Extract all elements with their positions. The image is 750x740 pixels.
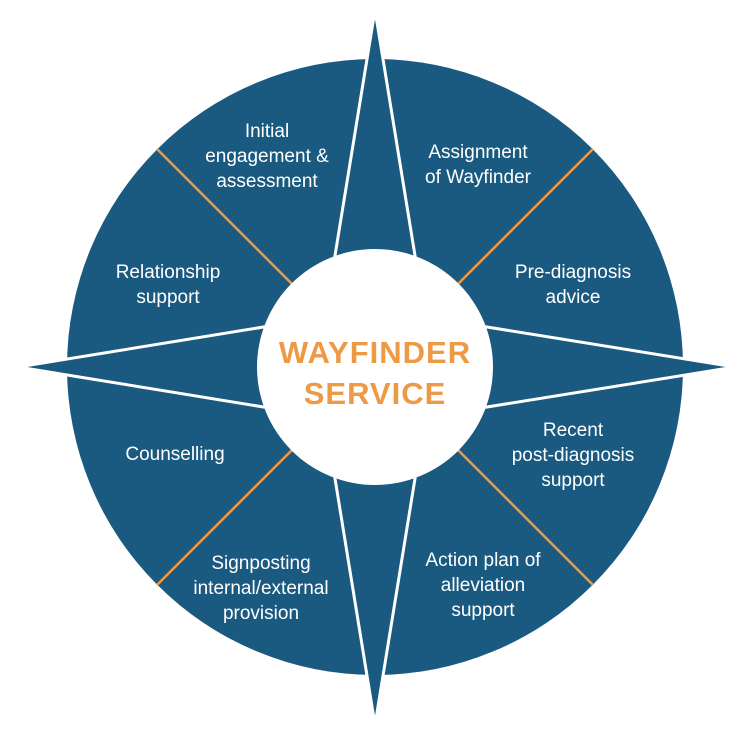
title-line-2: SERVICE <box>304 376 447 411</box>
segment-label-line: Signposting <box>211 553 310 574</box>
segment-label-line: post-diagnosis <box>512 445 635 466</box>
divider-nw <box>156 148 293 285</box>
segment-label-line: provision <box>223 603 299 624</box>
segment-label-line: Action plan of <box>425 550 541 571</box>
segment-label: Initial engagement & assessment <box>205 121 329 192</box>
segment-label-line: engagement & <box>205 146 329 167</box>
segment-label: Counselling <box>125 444 224 465</box>
segment-label-line: internal/external <box>193 578 328 599</box>
title-line-1: WAYFINDER <box>279 335 471 370</box>
segment-label-line: assessment <box>216 171 318 192</box>
segment-label-line: support <box>541 470 605 491</box>
segment-label-line: Relationship <box>116 262 221 283</box>
divider-ne <box>457 148 594 285</box>
segment-label: Recent post-diagnosis support <box>512 420 635 491</box>
segment-label: Relationship support <box>116 262 221 308</box>
segment-label-line: support <box>136 287 200 308</box>
divider-se <box>457 449 594 586</box>
segment-label: Pre-diagnosis advice <box>515 262 631 308</box>
segment-label: Action plan of alleviation support <box>425 550 541 621</box>
segment-label-line: of Wayfinder <box>425 167 532 188</box>
segment-label-line: Assignment <box>428 142 528 163</box>
center-circle <box>257 249 493 485</box>
segment-label-line: support <box>451 600 515 621</box>
orange-dividers <box>156 148 594 586</box>
segment-label-line: alleviation <box>441 575 526 596</box>
segment-label-line: Counselling <box>125 444 224 465</box>
segment-label-line: Recent <box>543 420 604 441</box>
segment-label-line: advice <box>546 287 601 308</box>
divider-sw <box>156 449 293 586</box>
segment-label: Assignment of Wayfinder <box>425 142 532 188</box>
segment-label-line: Pre-diagnosis <box>515 262 631 283</box>
segment-label-line: Initial <box>245 121 289 142</box>
segment-label: Signposting internal/external provision <box>193 553 328 624</box>
